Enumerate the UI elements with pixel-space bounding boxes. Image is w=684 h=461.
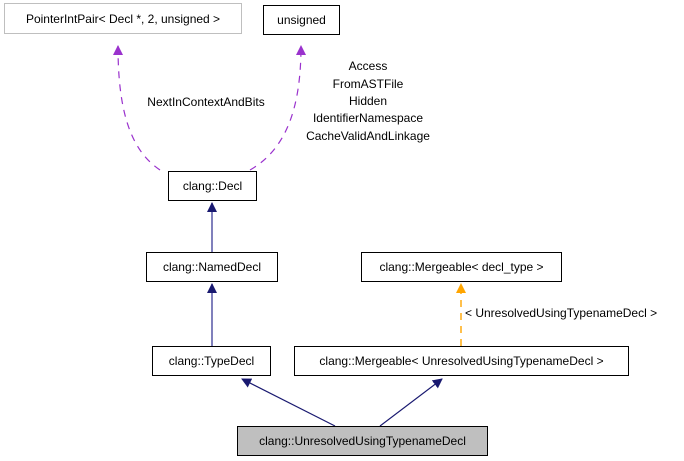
node-label: clang::NamedDecl: [163, 260, 261, 274]
edge-unresolved-to-mergeable-unresolved: [379, 378, 443, 427]
node-label: unsigned: [277, 13, 326, 27]
node-type-decl[interactable]: clang::TypeDecl: [152, 346, 271, 376]
node-decl[interactable]: clang::Decl: [168, 171, 257, 201]
edge-label-hidden: Hidden: [349, 94, 387, 108]
node-pointer-int-pair[interactable]: PointerIntPair< Decl *, 2, unsigned >: [4, 3, 242, 34]
node-named-decl[interactable]: clang::NamedDecl: [146, 252, 278, 282]
edge-unresolved-to-type-decl: [241, 378, 336, 427]
edge-label-next-in-context-and-bits: NextInContextAndBits: [147, 95, 264, 109]
edge-label-from-ast-file: FromASTFile: [333, 77, 404, 91]
edge-decl-to-pointer-int-pair: [113, 45, 161, 171]
node-label: clang::Decl: [183, 179, 242, 193]
node-unresolved-using-typename-decl: clang::UnresolvedUsingTypenameDecl: [237, 426, 488, 456]
node-mergeable-decl-type[interactable]: clang::Mergeable< decl_type >: [361, 252, 562, 282]
edges: [113, 45, 466, 427]
node-label: clang::TypeDecl: [169, 354, 254, 368]
node-label: clang::Mergeable< UnresolvedUsingTypenam…: [319, 354, 603, 368]
edge-label-access: Access: [349, 59, 388, 73]
edge-decl-to-unsigned: [249, 45, 306, 171]
node-mergeable-unresolved[interactable]: clang::Mergeable< UnresolvedUsingTypenam…: [294, 346, 629, 376]
node-label: PointerIntPair< Decl *, 2, unsigned >: [26, 12, 220, 26]
edge-label-template-argument: < UnresolvedUsingTypenameDecl >: [465, 306, 657, 320]
edge-label-cache-valid-and-linkage: CacheValidAndLinkage: [306, 129, 430, 143]
node-label: clang::Mergeable< decl_type >: [379, 260, 543, 274]
edge-label-identifier-namespace: IdentifierNamespace: [313, 111, 423, 125]
node-label: clang::UnresolvedUsingTypenameDecl: [259, 434, 466, 448]
edge-labels: NextInContextAndBits Access FromASTFile …: [147, 59, 657, 320]
node-unsigned[interactable]: unsigned: [263, 5, 340, 35]
